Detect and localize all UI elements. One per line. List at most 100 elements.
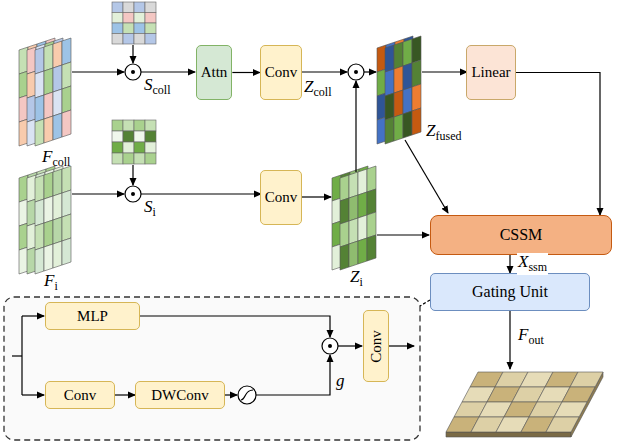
feature-grid (403, 63, 412, 90)
score-grid (145, 120, 156, 131)
cssm-box: CSSM (430, 215, 612, 255)
box-label: Conv (265, 189, 298, 206)
box-label: Conv (265, 64, 298, 81)
score-grid (123, 13, 134, 24)
feature-grid (349, 218, 358, 244)
feature-grid (385, 45, 394, 72)
wire (141, 193, 261, 194)
wire (132, 45, 133, 63)
wire (72, 71, 124, 72)
score-grid (112, 131, 123, 142)
hadamard-symbols (125, 64, 364, 354)
output-cell (562, 387, 595, 402)
box-label: Linear (471, 64, 510, 81)
feature-grid (35, 175, 44, 202)
feature-grid (19, 95, 28, 122)
box-label: MLP (77, 308, 108, 325)
conv-box: Conv (363, 310, 389, 382)
score-grid (145, 23, 156, 34)
feature-grid (44, 68, 53, 95)
feature-grid (367, 189, 376, 215)
wire (377, 234, 429, 235)
feature-grid (394, 42, 403, 69)
feature-grid (403, 87, 412, 114)
feature-grid (44, 172, 53, 199)
tensor-label: Fcoll (42, 148, 70, 170)
feature-grid (62, 86, 71, 113)
score-grid (134, 13, 145, 24)
wire (422, 71, 467, 72)
feature-grid (53, 89, 62, 116)
feature-grid (27, 199, 36, 226)
box-label: DWConv (151, 387, 209, 404)
feature-grid (44, 220, 53, 247)
score-grid (123, 120, 134, 131)
feature-grid (394, 66, 403, 93)
feature-grid (367, 166, 376, 192)
score-grid (145, 153, 156, 164)
feature-grid (44, 196, 53, 223)
feature-grid (35, 47, 44, 74)
box-label: Gating Unit (472, 283, 548, 301)
feature-grid (377, 45, 386, 72)
score-grid (112, 153, 123, 164)
connectors (115, 73, 600, 396)
feature-grid (62, 214, 71, 241)
score-grid (112, 2, 123, 13)
feature-grid (35, 223, 44, 250)
zoom-line (420, 300, 430, 306)
score-grid (134, 2, 145, 13)
hadamard-symbol (348, 64, 364, 80)
feature-grid (62, 38, 71, 65)
wire (256, 355, 330, 395)
tensor-label: Fi (44, 272, 58, 294)
feature-grid (340, 198, 349, 224)
feature-grid (332, 221, 341, 247)
linear-box: Linear (466, 45, 515, 100)
feature-grid (27, 175, 36, 202)
feature-grid (349, 241, 358, 267)
feature-grid (27, 247, 36, 274)
feature-grid (27, 223, 36, 250)
connector (509, 255, 510, 273)
connector (115, 394, 135, 395)
connector (516, 73, 600, 216)
wire (300, 196, 331, 197)
score-grid (134, 142, 145, 153)
feature-grid (19, 199, 28, 226)
tensor-label: Si (144, 198, 156, 220)
feature-grid (44, 44, 53, 71)
feature-grid (27, 95, 36, 122)
feature-grid (385, 69, 394, 96)
tensor-label: g (336, 372, 345, 391)
feature-grid (53, 217, 62, 244)
score-grid (123, 23, 134, 34)
score-grid (134, 131, 145, 142)
feature-grid (403, 39, 412, 66)
feature-grid (377, 93, 386, 120)
score-grid (145, 13, 156, 24)
tensor-label: Fout (518, 326, 544, 348)
score-grid (145, 34, 156, 45)
feature-grid (27, 71, 36, 98)
feature-grid (19, 223, 28, 250)
sigmoid-symbol (238, 386, 256, 404)
score-grid (145, 2, 156, 13)
feature-grid (332, 198, 341, 224)
gating-inset (4, 297, 420, 440)
wire (141, 71, 195, 72)
score-grid (112, 120, 123, 131)
dot (131, 192, 135, 196)
feature-grid (358, 215, 367, 241)
score-grid (123, 142, 134, 153)
conv-box: Conv (45, 381, 115, 409)
feature-grid (53, 169, 62, 196)
feature-grid (62, 110, 71, 137)
score-grid (112, 23, 123, 34)
wire (355, 81, 356, 172)
score-grid (134, 153, 145, 164)
feature-grid (358, 238, 367, 264)
feature-grid (35, 95, 44, 122)
feature-grid (35, 247, 44, 274)
